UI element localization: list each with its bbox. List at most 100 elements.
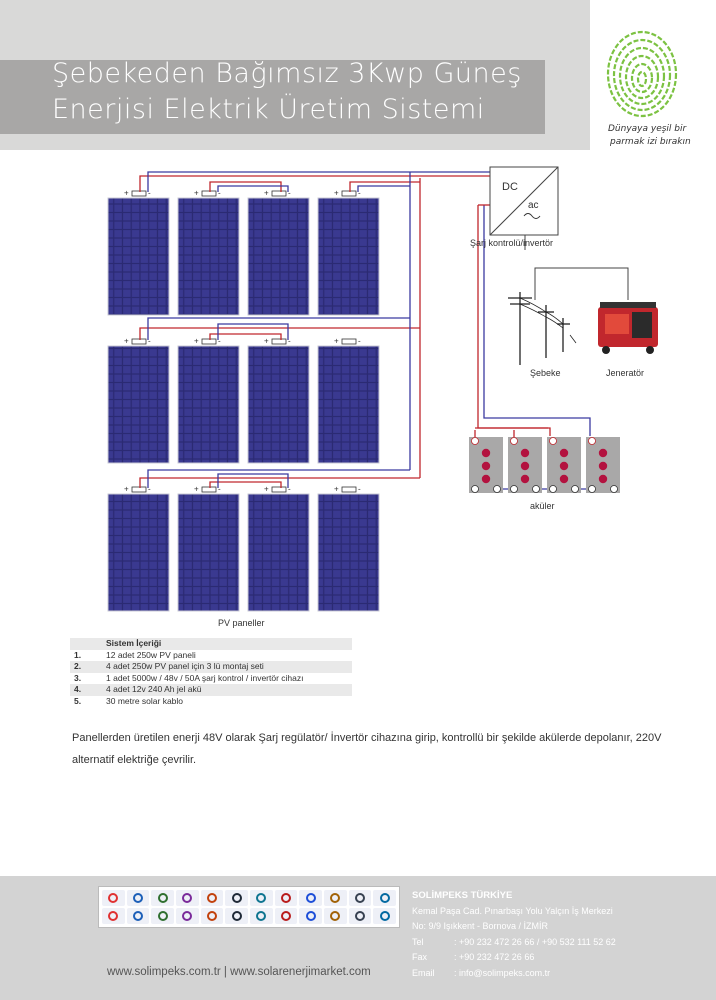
minus-terminal: - (148, 485, 151, 494)
certification-logo-icon (274, 890, 298, 906)
junction-box (201, 338, 217, 345)
battery-positive-terminal (471, 437, 479, 445)
wiring (139, 171, 592, 490)
website-links[interactable]: www.solimpeks.com.tr | www.solarenerjima… (107, 966, 371, 978)
power-grid-icon (508, 292, 577, 365)
battery (586, 437, 620, 493)
battery-cell-dot (598, 448, 608, 458)
certification-logos (98, 886, 400, 928)
battery-positive-terminal (549, 437, 557, 445)
table-row: 2. 4 adet 250w PV panel için 3 lü montaj… (70, 661, 352, 673)
junction-box (201, 486, 217, 493)
minus-terminal: - (218, 189, 221, 198)
row-text: 4 adet 250w PV panel için 3 lü montaj se… (106, 661, 264, 671)
footer: www.solimpeks.com.tr | www.solarenerjima… (0, 876, 716, 1000)
battery-cell-dot (520, 474, 530, 484)
slogan-line2: parmak izi bırakın (610, 137, 691, 147)
battery-terminal (471, 485, 479, 493)
junction-box (271, 190, 287, 197)
positive-wire (139, 327, 420, 340)
email-label: Email (412, 967, 435, 978)
plus-terminal: + (334, 485, 339, 494)
battery (469, 437, 503, 493)
battery-negative-terminal (610, 485, 618, 493)
pv-panel: +- (107, 485, 170, 612)
minus-terminal: - (148, 189, 151, 198)
pv-panel: +- (247, 189, 310, 316)
tel-row: Tel : +90 232 472 26 66 / +90 532 111 52… (412, 935, 616, 951)
certification-logo-icon (151, 890, 174, 906)
certification-logo-icon (200, 890, 224, 906)
junction-box (341, 486, 357, 493)
negative-wire (357, 185, 410, 192)
plus-terminal: + (194, 189, 199, 198)
plus-terminal: + (334, 189, 339, 198)
generator-icon (598, 302, 658, 354)
ac-wave-icon (523, 213, 541, 219)
positive-wire (349, 181, 420, 192)
certification-logo-icon (126, 908, 150, 924)
battery-cell-dot (481, 461, 491, 471)
positive-wire (139, 175, 490, 192)
battery-negative-terminal (493, 485, 501, 493)
row-number: 2. (74, 661, 82, 671)
pv-panel: +- (177, 337, 240, 464)
pv-panel: +- (317, 485, 380, 612)
row-number: 3. (74, 672, 82, 683)
company-info: SOLİMPEKS TÜRKİYE Kemal Paşa Cad. Pınarb… (412, 888, 616, 981)
address-line1: Kemal Paşa Cad. Pınarbaşı Yolu Yalçın İş… (412, 905, 613, 916)
fax-row: Fax : +90 232 472 26 66 (412, 950, 616, 966)
inverter-box: DC ac (489, 166, 559, 236)
certification-logo-icon (249, 908, 273, 924)
fax-value: : +90 232 472 26 66 (454, 952, 535, 962)
ac-label: ac (528, 200, 539, 211)
plus-terminal: + (124, 189, 129, 198)
minus-terminal: - (288, 337, 291, 346)
plus-terminal: + (194, 337, 199, 346)
minus-terminal: - (148, 337, 151, 346)
certification-logo-icon (299, 890, 322, 906)
negative-wire (147, 317, 410, 340)
dc-label: DC (502, 181, 518, 193)
row-number: 4. (74, 684, 82, 694)
email-value[interactable]: : info@solimpeks.com.tr (454, 967, 551, 978)
certification-logo-icon (151, 908, 174, 924)
table-row: 4. 4 adet 12v 240 Ah jel akü (70, 684, 352, 696)
batteries-label: aküler (530, 501, 555, 511)
page-title-line2: Enerjisi Elektrik Üretim Sistemi (52, 94, 485, 125)
row-text: 1 adet 5000w / 48v / 50A şarj kontrol / … (106, 672, 304, 683)
negative-wire (217, 473, 289, 488)
plus-terminal: + (334, 337, 339, 346)
battery-terminal (510, 485, 518, 493)
battery-cell-dot (520, 461, 530, 471)
junction-box (131, 338, 147, 345)
address-line2: No: 9/9 Işıkkent - Bornova / İZMİR (412, 921, 549, 931)
table-row: 5. 30 metre solar kablo (70, 696, 352, 708)
certification-logo-icon (102, 908, 125, 924)
pv-panel: +- (177, 485, 240, 612)
minus-terminal: - (288, 485, 291, 494)
system-diagram: +-+-+-+-+-+-+-+-+-+-+-+- DC ac Şarj kont… (107, 166, 658, 628)
certification-logo-icon (299, 908, 322, 924)
battery (508, 437, 542, 493)
battery-cell-dot (481, 474, 491, 484)
title-box: Şebekeden Bağımsız 3Kwp Güneş Enerjisi E… (0, 58, 545, 134)
minus-terminal: - (358, 189, 361, 198)
junction-box (271, 486, 287, 493)
certification-logo-icon (175, 908, 199, 924)
pv-panel: +- (107, 189, 170, 316)
junction-box (341, 338, 357, 345)
junction-box (131, 486, 147, 493)
certification-logo-icon (373, 908, 396, 924)
slogan-line1: Dünyaya yeşil bir (608, 124, 687, 134)
certification-logo-icon (225, 890, 248, 906)
certification-logo-icon (323, 908, 347, 924)
certification-logo-icon (126, 890, 150, 906)
table-heading: Sistem İçeriği (106, 638, 162, 648)
tel-label: Tel (412, 936, 424, 947)
plus-terminal: + (264, 189, 269, 198)
battery-cell-dot (520, 448, 530, 458)
certification-logo-icon (175, 890, 199, 906)
grid-label: Şebeke (530, 368, 561, 378)
negative-wire (147, 469, 410, 488)
